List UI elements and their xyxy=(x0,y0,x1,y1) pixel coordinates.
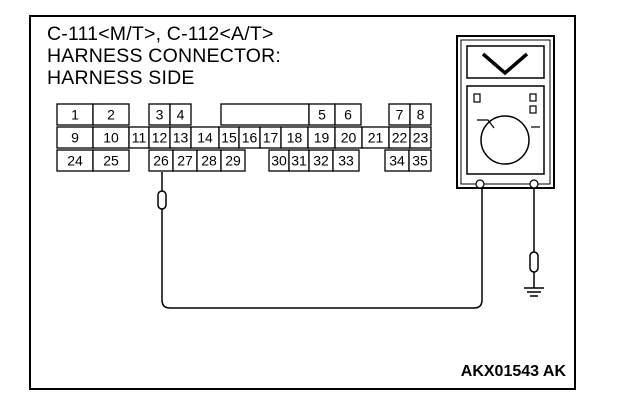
pin-number-label: 26 xyxy=(153,153,169,169)
pin-number-label: 17 xyxy=(263,130,279,146)
pin-number-label: 31 xyxy=(291,153,307,169)
pin-number-label: 33 xyxy=(338,153,354,169)
pin-number-label: 11 xyxy=(132,130,147,146)
pin-number-label: 3 xyxy=(156,107,164,123)
ground-icon xyxy=(524,287,544,297)
connector-cavity xyxy=(332,149,360,172)
probe-jack-icon xyxy=(529,179,539,189)
pin-number-label: 16 xyxy=(242,130,258,146)
pin-number-label: 18 xyxy=(287,130,303,146)
pin-number-label: 29 xyxy=(225,153,241,169)
probe-jack-icon xyxy=(475,179,485,189)
pin-number-label: 9 xyxy=(71,130,79,146)
connector-cavity xyxy=(220,149,246,172)
pin-number-label: 32 xyxy=(313,153,329,169)
connector-cavity xyxy=(220,103,310,126)
pin-number-label: 8 xyxy=(417,107,425,123)
pin-number-label: 12 xyxy=(152,130,168,146)
pin-number-label: 21 xyxy=(368,130,384,146)
connector-cavity xyxy=(92,103,130,126)
pin-number-label: 6 xyxy=(344,107,352,123)
pin-number-label: 5 xyxy=(318,107,326,123)
pin-number-label: 14 xyxy=(197,130,213,146)
probe-lead xyxy=(157,172,483,309)
pin-number-label: 24 xyxy=(67,153,83,169)
pin-number-label: 10 xyxy=(103,130,119,146)
pin-number-label: 25 xyxy=(103,153,119,169)
pin-number-label: 30 xyxy=(271,153,287,169)
connector-cavity xyxy=(409,103,432,126)
pin-number-label: 1 xyxy=(71,107,79,123)
multimeter xyxy=(456,35,555,189)
connector-cavity xyxy=(409,126,432,149)
range-dial-icon xyxy=(480,115,530,165)
connector-cavity xyxy=(92,149,130,172)
pin-number-label: 4 xyxy=(177,107,185,123)
connector-cavity xyxy=(408,149,432,172)
pin-number-label: 13 xyxy=(173,130,189,146)
title-line-2: HARNESS CONNECTOR: xyxy=(47,45,282,67)
pin-number-label: 7 xyxy=(396,107,404,123)
pin-number-label: 22 xyxy=(392,130,408,146)
pin-number-label: 27 xyxy=(177,153,193,169)
pin-number-label: 35 xyxy=(412,153,428,169)
pin-number-label: 19 xyxy=(314,130,330,146)
pin-number-label: 15 xyxy=(221,130,237,146)
pin-number-label: 2 xyxy=(107,107,115,123)
pin-number-label: 20 xyxy=(341,130,357,146)
pin-number-label: 23 xyxy=(413,130,429,146)
pin-number-label: 28 xyxy=(201,153,217,169)
diagram-frame xyxy=(29,15,576,390)
title-line-1: C-111<M/T>, C-112<A/T> xyxy=(47,23,274,45)
pin-number-label: 34 xyxy=(389,153,405,169)
title-line-3: HARNESS SIDE xyxy=(47,67,195,89)
connector-cavity xyxy=(334,103,362,126)
diagram-code: AKX01543 AK xyxy=(460,363,566,380)
volt-symbol-icon xyxy=(481,52,529,76)
ground-lead xyxy=(529,188,539,288)
connector-cavity xyxy=(169,103,192,126)
